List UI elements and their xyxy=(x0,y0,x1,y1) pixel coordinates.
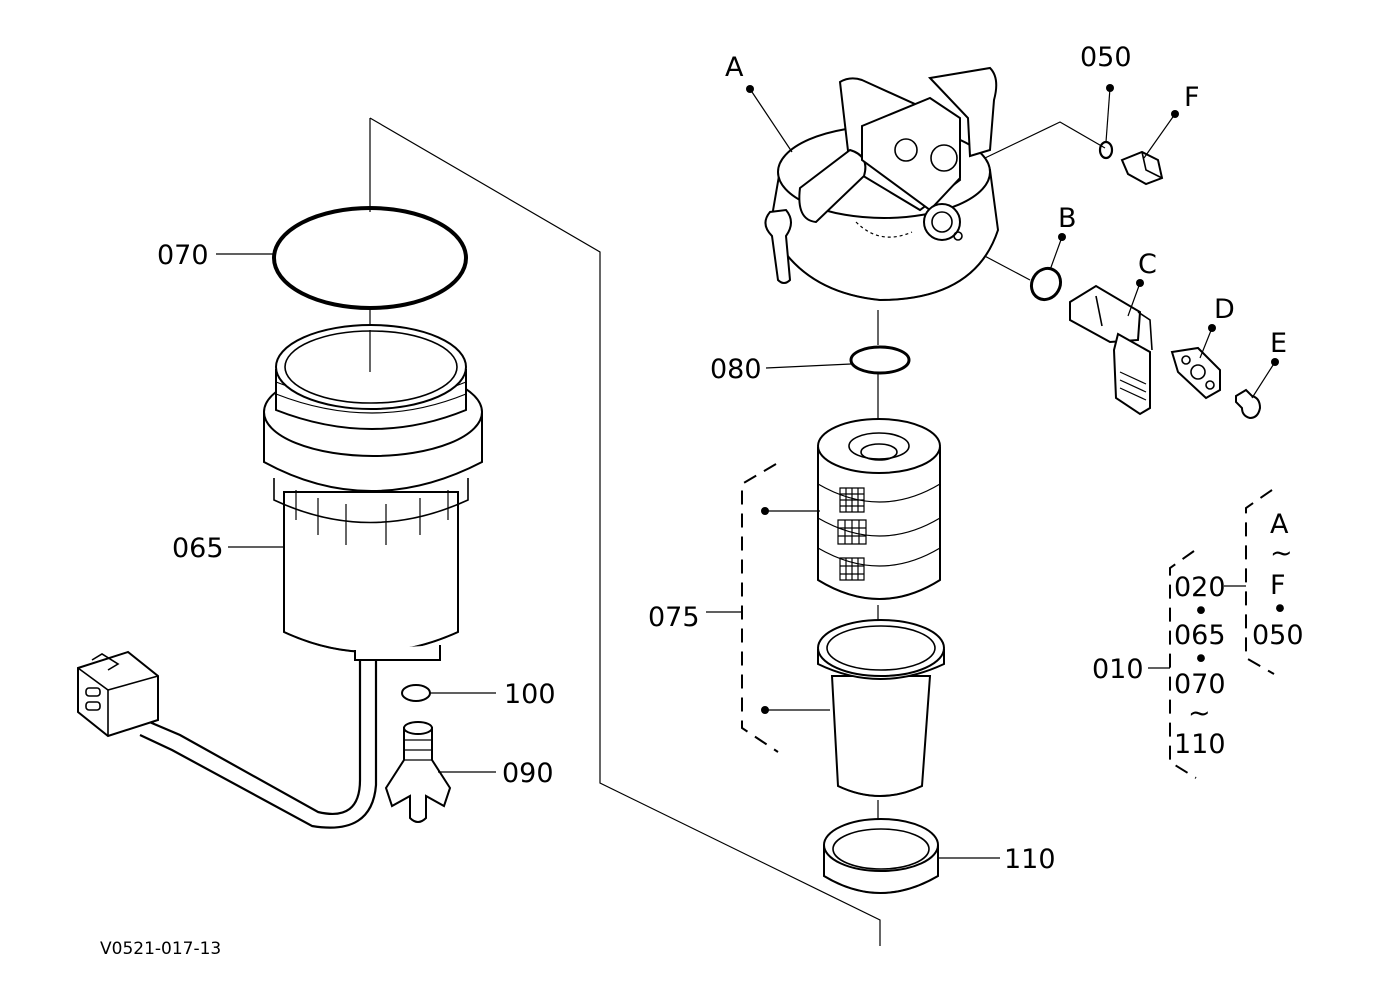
legend-assembly-010: 010 xyxy=(1092,654,1144,685)
legend-col1-sep1: • xyxy=(1193,596,1209,627)
plate-D xyxy=(1170,346,1221,400)
legend-col1-070: 070 xyxy=(1174,669,1226,700)
ring-110 xyxy=(823,818,939,894)
label-070: 070 xyxy=(157,240,209,271)
sensor-wire-connector xyxy=(77,650,378,829)
o-ring-070 xyxy=(272,206,468,310)
label-B: B xyxy=(1058,203,1077,234)
drain-plug-090 xyxy=(384,721,452,823)
legend-col2-F: F xyxy=(1270,570,1286,601)
legend-col1-sep2: • xyxy=(1193,644,1209,675)
o-ring-080 xyxy=(849,345,911,375)
label-A: A xyxy=(725,52,744,83)
sediment-bowl-065 xyxy=(263,324,483,661)
assembly-frame-lines xyxy=(369,117,1106,946)
assembly-legend xyxy=(1148,489,1275,779)
legend-col2-050: 050 xyxy=(1252,620,1304,651)
label-065: 065 xyxy=(172,533,224,564)
o-ring-B xyxy=(1029,266,1063,302)
label-E: E xyxy=(1270,328,1287,359)
screw-E xyxy=(1235,388,1262,420)
bolt-F xyxy=(1120,150,1164,186)
inner-cup-075 xyxy=(817,619,945,797)
label-110: 110 xyxy=(1004,844,1056,875)
label-100: 100 xyxy=(504,679,556,710)
legend-col1-065: 065 xyxy=(1174,620,1226,651)
part-labels: A 050 F B C D E 070 065 080 075 100 090 … xyxy=(157,42,1287,875)
assembly-legend-text: 010 020 • 065 • 070 ~ 110 A ~ F • 050 xyxy=(1092,509,1304,760)
label-F: F xyxy=(1184,82,1200,113)
label-050: 050 xyxy=(1080,42,1132,73)
label-D: D xyxy=(1214,294,1235,325)
o-ring-100 xyxy=(401,684,431,702)
legend-col1-tilde: ~ xyxy=(1188,698,1211,729)
label-C: C xyxy=(1138,249,1157,280)
leader-lines xyxy=(216,84,1279,859)
filter-head-A xyxy=(764,66,1000,302)
legend-col1-020: 020 xyxy=(1174,572,1226,603)
bracket-075 xyxy=(706,463,830,753)
legend-col1-110: 110 xyxy=(1174,729,1226,760)
legend-col2-tilde: ~ xyxy=(1270,538,1293,569)
drawing-code: V0521-017-13 xyxy=(100,939,221,959)
legend-col2-A: A xyxy=(1270,509,1289,540)
label-080: 080 xyxy=(710,354,762,385)
cock-C xyxy=(1069,284,1153,416)
label-075: 075 xyxy=(648,602,700,633)
legend-col2-sep: • xyxy=(1272,594,1288,625)
filter-element-075 xyxy=(817,418,941,600)
label-090: 090 xyxy=(502,758,554,789)
seal-050 xyxy=(1098,140,1114,160)
